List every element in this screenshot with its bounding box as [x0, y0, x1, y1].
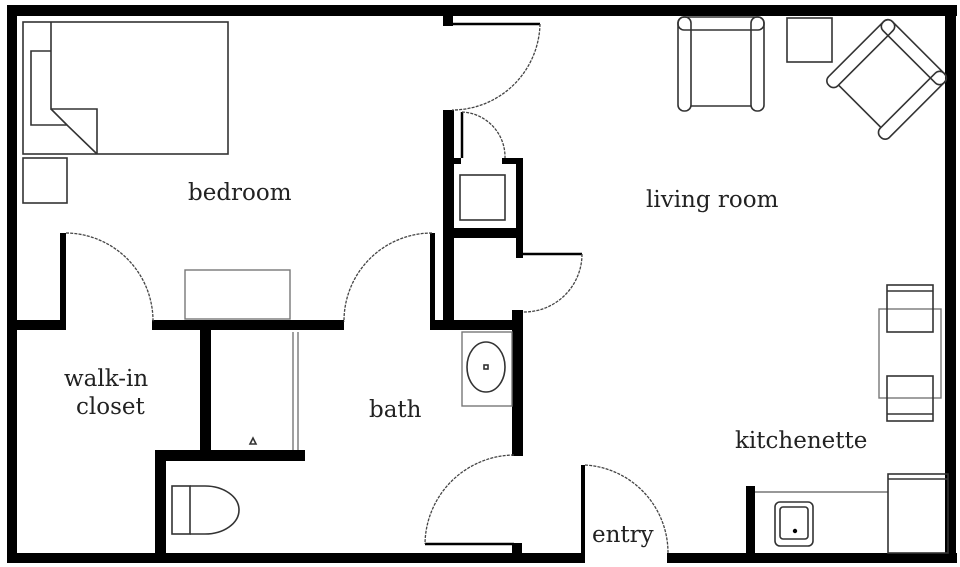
interior-walls: [7, 14, 755, 563]
room-label-closet: closet: [76, 394, 145, 420]
living-furniture: [677, 16, 948, 422]
room-label-walk-in: walk-in: [64, 366, 149, 392]
dresser: [184, 269, 291, 320]
doors: [65, 22, 669, 554]
refrigerator: [887, 473, 949, 554]
washer: [459, 174, 506, 221]
room-label-kitchenette: kitchenette: [735, 428, 868, 454]
toilet-tank: [171, 485, 191, 535]
kitchen-sink: [774, 501, 814, 547]
bedroom-furniture: [22, 21, 291, 320]
exterior-walls: [7, 5, 957, 563]
room-label-bath: bath: [369, 397, 422, 423]
bed: [22, 21, 229, 155]
kitchenette-fixtures: [755, 473, 949, 554]
nightstand: [22, 157, 68, 204]
room-label-living-room: living room: [646, 187, 779, 213]
sink: [466, 341, 506, 393]
bath-fixtures: [171, 331, 513, 535]
room-label-bedroom: bedroom: [188, 180, 292, 206]
room-label-entry: entry: [592, 522, 654, 548]
vanity: [461, 331, 513, 407]
side-table: [786, 17, 833, 63]
dining-table: [878, 308, 942, 399]
core-storage: [459, 174, 506, 221]
